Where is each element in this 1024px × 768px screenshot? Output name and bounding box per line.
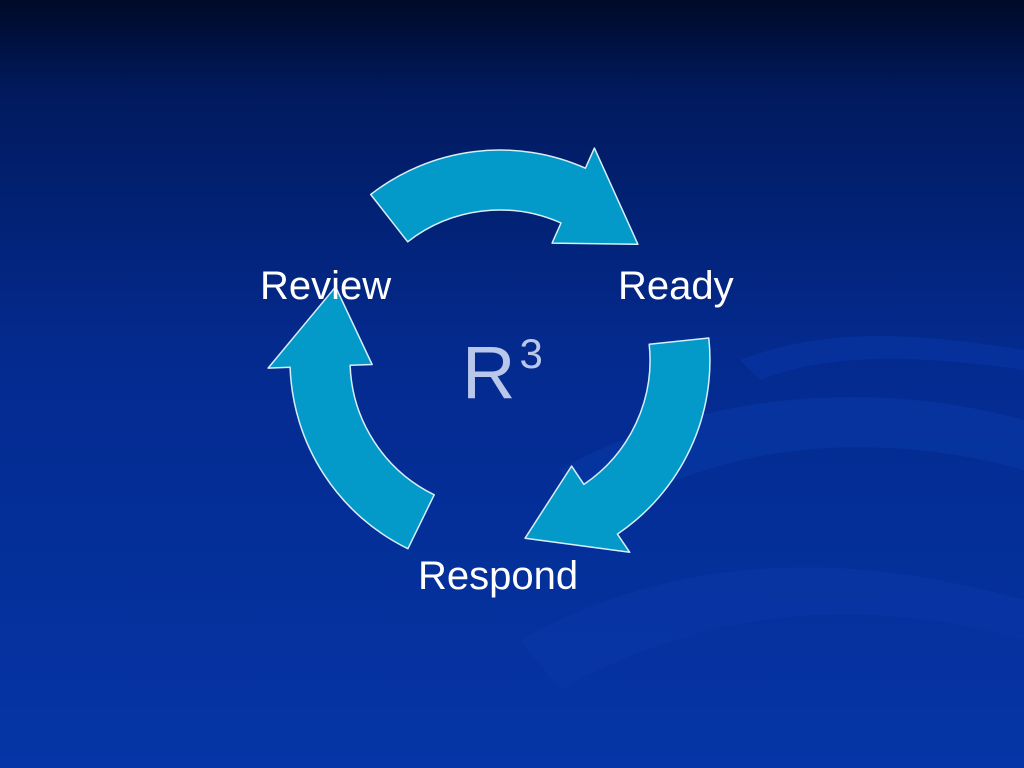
arrow-review-to-ready-icon: [369, 147, 639, 246]
arrow-ready-to-respond-icon: [524, 337, 711, 554]
arrow-respond-to-review-icon: [267, 286, 435, 550]
ready-label: Ready: [618, 264, 734, 308]
center-superscript: 3: [519, 330, 543, 377]
review-label: Review: [260, 264, 392, 308]
arrows-group: [267, 147, 711, 554]
respond-label: Respond: [418, 554, 579, 598]
r-cubed-title: R3: [462, 333, 543, 410]
center-base: R: [462, 331, 516, 414]
